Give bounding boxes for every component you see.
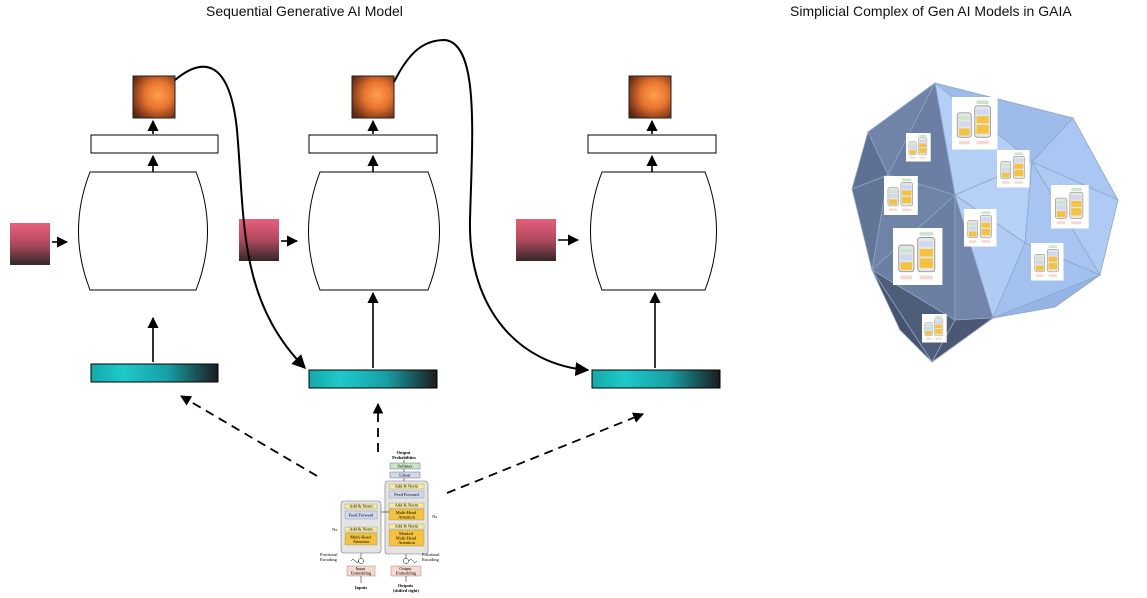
tf-pos-enc-right: Positional Encoding bbox=[422, 552, 441, 562]
input-token-square-3 bbox=[516, 219, 556, 261]
tf-pos-enc-left: Positional Encoding bbox=[320, 552, 339, 562]
svg-text:Output Embedding: Output Embedding bbox=[396, 566, 417, 576]
tf-inputs-label: Inputs bbox=[355, 585, 367, 590]
simplicial-complex-title: Simplicial Complex of Gen AI Models in G… bbox=[790, 3, 1072, 19]
transformer-diagram: Output Probabilities Softmax Linear Add … bbox=[320, 450, 441, 593]
stage-1 bbox=[10, 75, 219, 383]
svg-text:Nx: Nx bbox=[332, 527, 338, 532]
svg-text:Masked Multi-Head: Masked Multi-Head Attention bbox=[396, 531, 418, 545]
input-token-square-1 bbox=[10, 223, 50, 265]
tf-softmax-box bbox=[389, 462, 421, 470]
output-layer-box-1 bbox=[90, 134, 219, 154]
tf-output-prob-label: Output Probabilities bbox=[392, 450, 416, 460]
model-thumb-5 bbox=[1050, 184, 1090, 230]
stage-2 bbox=[239, 75, 440, 389]
model-thumb-6 bbox=[963, 208, 998, 248]
model-thumb-9 bbox=[921, 313, 948, 343]
output-token-square-1 bbox=[132, 75, 176, 119]
feedback-curve-1-to-2 bbox=[174, 65, 306, 369]
svg-text:Add & Norm: Add & Norm bbox=[395, 484, 419, 489]
tf-softmax-label: Softmax bbox=[398, 464, 414, 469]
dashed-arrow-to-stage-1 bbox=[180, 395, 318, 477]
model-thumb-8 bbox=[1030, 242, 1065, 282]
svg-text:Multi-Head Attention: Multi-Head Attention bbox=[350, 535, 372, 545]
output-token-square-3 bbox=[628, 75, 672, 119]
model-thumb-2 bbox=[905, 132, 932, 162]
svg-text:Add & Norm: Add & Norm bbox=[349, 504, 373, 509]
svg-text:Input Embedding: Input Embedding bbox=[351, 566, 372, 576]
svg-text:Feed Forward: Feed Forward bbox=[349, 513, 374, 518]
model-thumb-7 bbox=[892, 227, 944, 286]
svg-text:Feed Forward: Feed Forward bbox=[394, 492, 419, 497]
svg-text:Add & Norm: Add & Norm bbox=[395, 524, 419, 529]
tf-linear-box bbox=[389, 471, 421, 479]
svg-text:Multi-Head Attention: Multi-Head Attention bbox=[396, 510, 418, 520]
model-block-3 bbox=[590, 171, 717, 291]
embedding-bar-3 bbox=[591, 369, 721, 389]
svg-text:Add & Norm: Add & Norm bbox=[395, 503, 419, 508]
stage-3 bbox=[516, 75, 721, 389]
model-thumb-3 bbox=[883, 175, 919, 216]
model-thumb-1 bbox=[951, 96, 999, 151]
model-thumb-4 bbox=[996, 149, 1031, 189]
embedding-bar-1 bbox=[90, 363, 219, 383]
output-layer-box-3 bbox=[587, 134, 717, 154]
svg-text:Nx: Nx bbox=[432, 514, 438, 519]
tf-outputs-label: Outputs (shifted right) bbox=[393, 583, 420, 593]
embedding-bar-2 bbox=[308, 369, 438, 389]
feedback-curve-2-to-3 bbox=[393, 38, 590, 377]
output-layer-box-2 bbox=[308, 134, 438, 154]
model-block-2 bbox=[308, 171, 440, 291]
tf-linear-label: Linear bbox=[399, 473, 411, 478]
dashed-arrow-to-stage-3 bbox=[446, 412, 645, 494]
output-token-square-2 bbox=[351, 75, 395, 119]
svg-text:Add & Norm: Add & Norm bbox=[349, 527, 373, 532]
model-block-1 bbox=[78, 171, 208, 291]
sequential-model-title: Sequential Generative AI Model bbox=[206, 3, 403, 19]
